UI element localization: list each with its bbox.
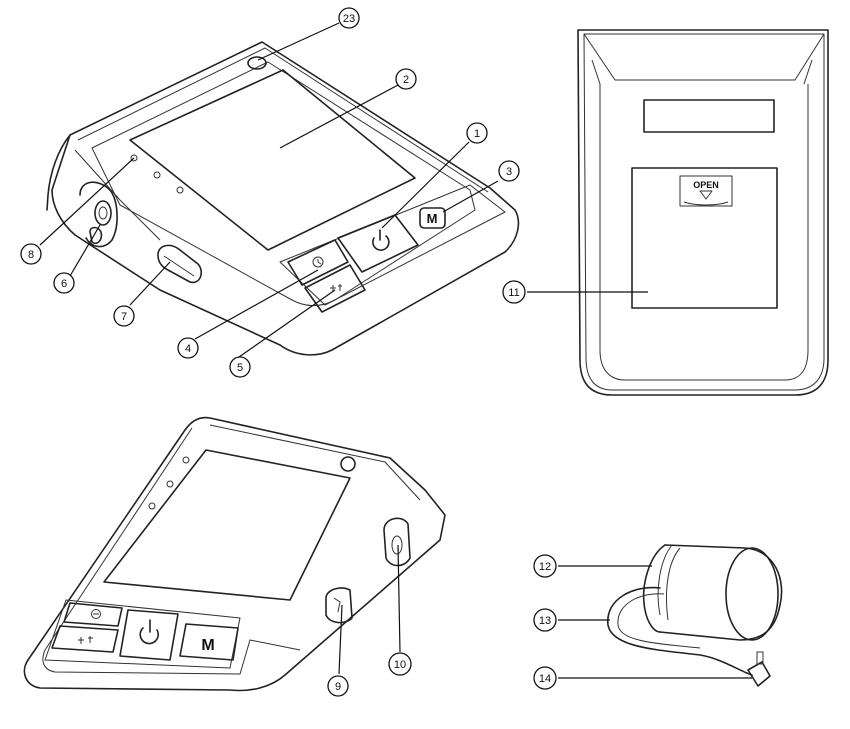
svg-text:6: 6 — [61, 278, 67, 290]
display-screen — [129, 69, 416, 251]
svg-text:12: 12 — [539, 561, 551, 573]
svg-text:7: 7 — [121, 311, 127, 323]
power-icon — [372, 229, 390, 251]
start-stop-button[interactable] — [337, 214, 419, 273]
callout-10: 10 — [388, 652, 412, 676]
device-side-view: M — [23, 416, 446, 692]
clock-icon — [312, 256, 324, 268]
svg-text:10: 10 — [394, 659, 406, 671]
callout-11: 11 — [502, 280, 526, 304]
svg-text:3: 3 — [506, 166, 512, 178]
svg-text:4: 4 — [185, 343, 191, 355]
callout-9: 9 — [327, 675, 349, 697]
cuff-sleeve — [659, 544, 783, 641]
callout-13: 13 — [533, 608, 557, 632]
svg-text:8: 8 — [28, 249, 34, 261]
callout-8: 8 — [20, 243, 42, 265]
start-stop-button-side[interactable] — [119, 609, 179, 661]
cuff-opening — [725, 547, 779, 641]
svg-text:13: 13 — [539, 615, 551, 627]
device-front-view: M — [46, 41, 520, 356]
callout-5: 5 — [229, 356, 251, 378]
ac-adapter-socket — [89, 226, 103, 245]
open-label: OPEN — [693, 180, 719, 190]
callout-6: 6 — [53, 272, 75, 294]
air-tube — [607, 586, 753, 676]
battery-cover — [631, 167, 778, 309]
memory-button-label: M — [427, 211, 438, 226]
callout-1: 1 — [466, 122, 488, 144]
time-button-side[interactable] — [63, 602, 123, 627]
svg-text:1: 1 — [474, 128, 480, 140]
back-label-window — [643, 99, 775, 133]
sensor-light — [130, 154, 138, 162]
svg-text:23: 23 — [343, 13, 355, 25]
display-screen-side — [103, 449, 351, 601]
memory-button-side[interactable] — [179, 623, 239, 661]
user-button-side[interactable] — [51, 625, 119, 653]
usb-port-hole — [247, 56, 267, 70]
callout-4: 4 — [177, 337, 199, 359]
user-button[interactable] — [304, 264, 366, 313]
device-body-side — [23, 416, 446, 692]
callout-23: 23 — [338, 7, 360, 29]
time-button[interactable] — [287, 239, 349, 286]
front-slot — [157, 244, 202, 284]
device-body — [51, 41, 520, 356]
side-slot — [325, 587, 353, 624]
side-socket — [383, 517, 411, 567]
cuff — [607, 544, 783, 687]
user-icon — [330, 284, 342, 292]
open-tab[interactable] — [679, 175, 733, 207]
svg-text:11: 11 — [508, 287, 519, 299]
callout-3: 3 — [498, 160, 520, 182]
callout-14: 14 — [533, 666, 557, 690]
callout-7: 7 — [113, 305, 135, 327]
svg-text:9: 9 — [335, 681, 341, 693]
power-icon-side — [139, 619, 160, 645]
tube-connector — [747, 661, 771, 687]
callout-12: 12 — [533, 554, 557, 578]
svg-text:2: 2 — [403, 74, 409, 86]
open-arrow-icon — [699, 190, 713, 200]
memory-button-side-label: M — [201, 637, 214, 654]
device-back-view: OPEN — [577, 29, 829, 396]
callout-2: 2 — [395, 68, 417, 90]
svg-text:5: 5 — [237, 362, 243, 374]
svg-text:14: 14 — [539, 673, 551, 685]
cuff-socket — [94, 200, 112, 226]
leader-lines — [39, 22, 752, 679]
memory-button[interactable] — [419, 207, 446, 229]
